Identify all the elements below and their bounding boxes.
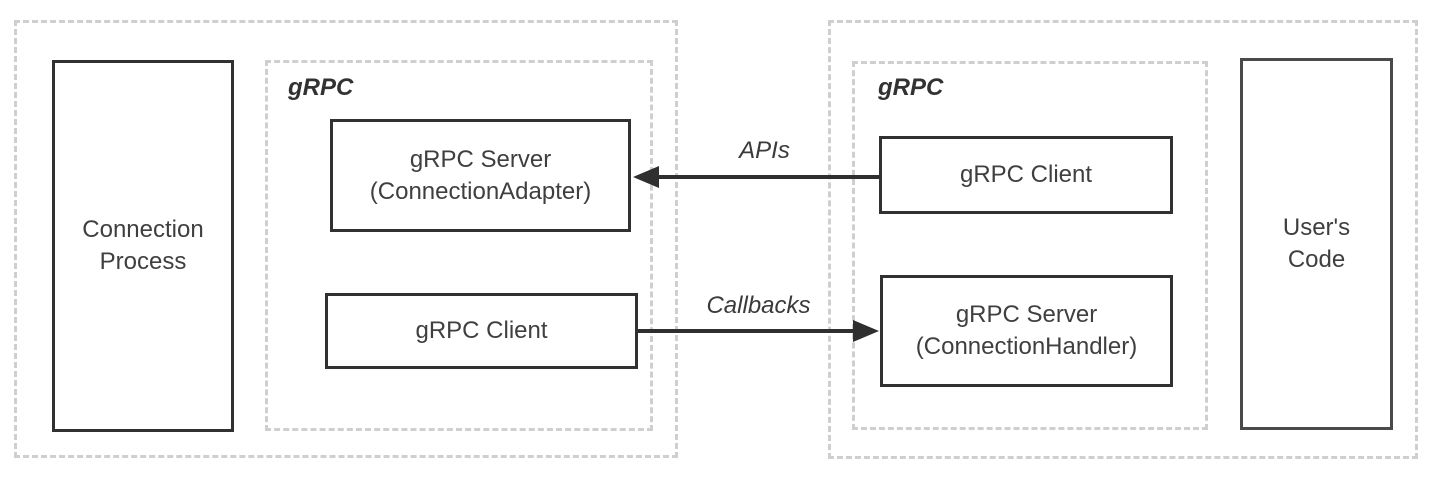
- connection-process-label-line1: Connection: [82, 216, 204, 243]
- apis-arrow-label: APIs: [739, 137, 790, 164]
- callbacks-arrow-line: [638, 329, 854, 333]
- grpc-server-handler-label-line1: gRPC Server: [955, 301, 1098, 328]
- left-grpc-container-label: gRPC: [288, 74, 354, 101]
- right-grpc-container: [852, 61, 1208, 430]
- right-grpc-container-label: gRPC: [878, 74, 944, 101]
- right-grpc-client-box: gRPC Client: [879, 136, 1173, 214]
- connection-process-label-line2: Process: [99, 248, 187, 275]
- users-code-label-line2: Code: [1287, 246, 1346, 273]
- callbacks-arrowhead-right-icon: [853, 320, 879, 342]
- callbacks-arrow-label: Callbacks: [706, 292, 811, 319]
- connection-process-container: [14, 20, 678, 458]
- user-code-container: [828, 20, 1418, 459]
- grpc-server-adapter-label-line1: gRPC Server: [409, 145, 552, 173]
- right-grpc-client-label: gRPC Client: [959, 161, 1093, 188]
- grpc-server-connection-adapter-box: gRPC Server (ConnectionAdapter): [330, 119, 631, 232]
- apis-arrow-line: [650, 175, 879, 179]
- users-code-box: User's Code: [1240, 58, 1393, 430]
- users-code-label-line1: User's: [1282, 214, 1351, 241]
- grpc-server-handler-label-line2: (ConnectionHandler): [915, 333, 1138, 360]
- left-grpc-client-box: gRPC Client: [325, 293, 638, 369]
- grpc-server-connection-handler-box: gRPC Server (ConnectionHandler): [880, 275, 1173, 387]
- grpc-server-adapter-label-line2: (ConnectionAdapter): [369, 177, 592, 205]
- left-grpc-client-label: gRPC Client: [415, 317, 548, 344]
- left-grpc-container: [265, 60, 653, 431]
- apis-arrowhead-left-icon: [633, 166, 659, 188]
- connection-process-box: Connection Process: [52, 60, 234, 432]
